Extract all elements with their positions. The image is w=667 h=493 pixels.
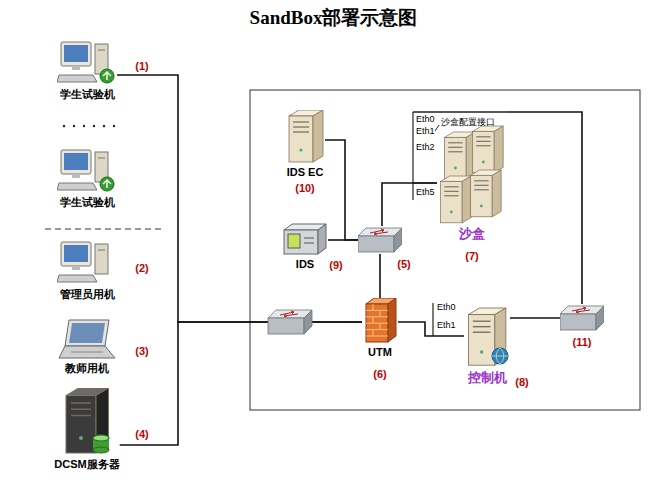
dcsm-server-icon	[61, 388, 113, 456]
interface-label: Eth1	[437, 320, 456, 331]
node-label: DCSM服务器	[54, 458, 119, 471]
interface-label: Eth0	[416, 114, 435, 125]
callout-number: (11)	[573, 336, 592, 349]
ellipsis-dots	[63, 125, 115, 127]
ids-device: IDS(9)	[282, 222, 328, 271]
utm-firewall: UTM(6)	[362, 298, 398, 359]
sandbox-cluster: 沙盒(7)	[437, 108, 507, 241]
callout-number: (7)	[465, 250, 478, 263]
node-label: 教师用机	[57, 362, 117, 375]
node-label: 控制机	[464, 370, 510, 385]
switch-icon	[358, 226, 402, 254]
network-link	[379, 254, 381, 298]
network-frame	[250, 90, 640, 410]
student-pc: 学生试验机(1)	[57, 40, 117, 101]
callout-number: (3)	[135, 345, 148, 358]
node-label: 管理员用机	[57, 288, 117, 301]
diagram-title: SandBox部署示意图	[0, 5, 667, 31]
network-link	[328, 239, 358, 241]
node-label: 沙盒	[437, 226, 507, 241]
network-link	[382, 183, 437, 226]
callout-number: (6)	[373, 368, 386, 381]
student-pc-icon	[57, 40, 117, 86]
interface-label: Eth2	[416, 142, 435, 153]
network-link	[117, 75, 362, 322]
admin-pc: 管理员用机(2)	[57, 240, 117, 301]
callout-number: (1)	[135, 60, 148, 73]
interface-label: Eth0	[437, 302, 456, 313]
node-label: 学生试验机	[57, 88, 117, 101]
admin-pc-icon	[57, 240, 117, 286]
teacher-laptop-icon	[57, 318, 117, 360]
leader-line	[435, 125, 439, 131]
network-link	[510, 317, 560, 319]
network-link	[507, 112, 582, 304]
separator-line	[45, 228, 165, 229]
ids-ec-server: IDS EC(10)	[285, 110, 325, 179]
callout-number: (4)	[135, 428, 148, 441]
interface-label: Eth1	[416, 126, 435, 137]
ids-ec-server-icon	[285, 110, 325, 164]
student-pc: 学生试验机	[57, 148, 117, 209]
network-link	[325, 140, 358, 240]
interface-bracket	[432, 303, 433, 336]
interface-label: 沙盒配置接口	[441, 117, 495, 128]
utm-firewall-icon	[362, 298, 398, 344]
switch-icon	[268, 310, 312, 334]
interface-bracket	[412, 112, 413, 200]
control-server-icon	[464, 306, 510, 368]
control-server: 控制机(8)	[464, 306, 510, 385]
callout-number: (2)	[135, 262, 148, 275]
student-pc-icon	[57, 148, 117, 194]
callout-number: (10)	[295, 182, 315, 195]
network-link	[120, 322, 362, 445]
interface-wire	[413, 111, 507, 113]
node-label: 学生试验机	[57, 196, 117, 209]
switch: (11)	[560, 304, 604, 332]
dcsm-server: DCSM服务器(4)	[54, 388, 119, 471]
node-label: UTM	[362, 346, 398, 359]
node-label: IDS EC	[285, 166, 325, 179]
interface-label: Eth5	[416, 187, 435, 198]
teacher-laptop: 教师用机(3)	[57, 318, 117, 375]
switch-icon	[560, 304, 604, 332]
callout-number: (8)	[515, 376, 528, 389]
node-label: IDS	[282, 258, 328, 271]
callout-number: (9)	[329, 259, 342, 272]
switch: (5)	[358, 226, 402, 254]
ids-device-icon	[282, 222, 328, 256]
callout-number: (5)	[397, 258, 410, 271]
